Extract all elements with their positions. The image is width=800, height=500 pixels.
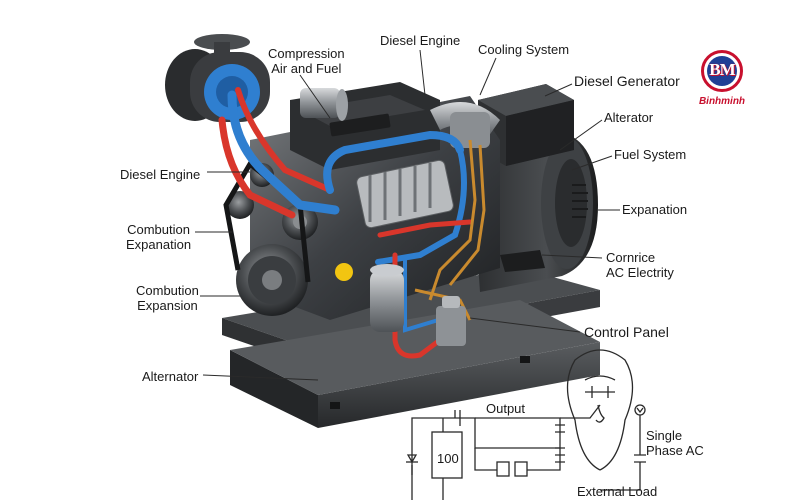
circuit-box-value: 100: [437, 451, 459, 466]
label-expanation: Expanation: [622, 202, 688, 217]
binhminh-logo: BM Binhminh: [697, 50, 747, 112]
label-diesel-engine-left: Diesel Engine: [120, 167, 201, 182]
logo-brand-name: Binhminh: [698, 96, 746, 107]
logo-badge: [701, 50, 743, 92]
label-compression-air-fuel: Compression Air and Fuel: [268, 46, 345, 76]
label-diesel-generator: Diesel Generator: [574, 73, 680, 89]
label-combution-expanation: Combution Expanation: [126, 222, 192, 252]
label-alterator: Alterator: [604, 110, 654, 125]
label-cornrice-ac: Cornrice AC Electrity: [606, 250, 674, 280]
circuit-schematic: [406, 349, 646, 500]
logo-monogram: BM: [709, 60, 735, 79]
circuit-external-load-label: External Load: [577, 484, 658, 499]
label-control-panel: Control Panel: [584, 324, 669, 340]
alternator-body: [470, 84, 598, 292]
label-fuel-system: Fuel System: [614, 147, 687, 162]
coolant-pipes: [218, 87, 473, 359]
circuit-single-phase-label: Single Phase AC: [646, 428, 704, 458]
label-diesel-engine-top: Diesel Engine: [380, 33, 461, 48]
label-cooling-system: Cooling System: [478, 42, 570, 57]
label-alternator: Alternator: [142, 369, 199, 384]
circuit-output-label: Output: [486, 401, 526, 416]
label-combution-expansion: Combution Expansion: [136, 283, 199, 313]
air-intake: [165, 34, 270, 122]
engine-block: [250, 82, 500, 320]
fuel-filter: [335, 263, 466, 346]
pulley-assembly: [223, 160, 318, 316]
leader-lines: [195, 49, 620, 381]
